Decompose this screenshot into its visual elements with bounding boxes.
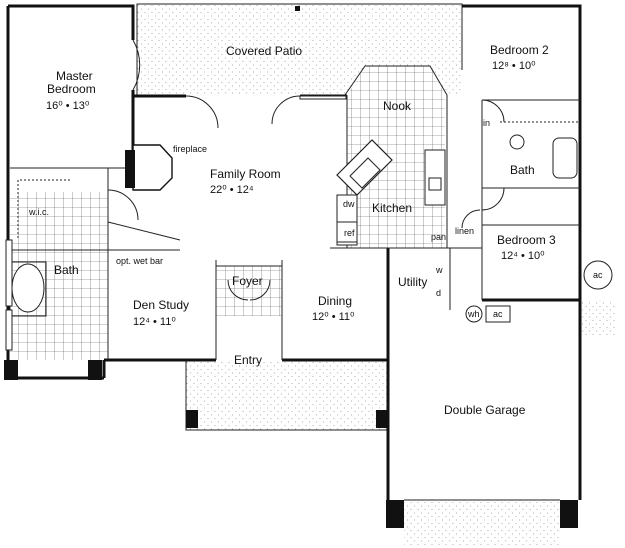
bath2-fixtures: [509, 134, 578, 179]
entry-porch-area: [185, 360, 389, 431]
ac-pad: [582, 260, 617, 336]
label-bedroom2-dims: 12⁸ • 10⁰: [492, 60, 536, 72]
label-dw: dw: [343, 199, 355, 209]
label-bedroom3-dims: 12⁴ • 10⁰: [501, 250, 545, 262]
label-den-study: Den Study: [133, 298, 189, 312]
label-pan: pan: [431, 232, 446, 242]
label-d: d: [436, 288, 441, 298]
garage-apron: [404, 499, 560, 546]
label-foyer: Foyer: [232, 274, 263, 288]
label-family-dims: 22⁰ • 12⁴: [210, 184, 254, 196]
label-dining: Dining: [318, 294, 352, 308]
interior-walls: [10, 65, 580, 360]
label-lin: lin: [481, 118, 490, 128]
label-opt-wet-bar: opt. wet bar: [116, 256, 163, 266]
label-master-bedroom-2: Bedroom: [47, 82, 96, 96]
label-covered-patio: Covered Patio: [226, 44, 302, 58]
label-master-dims: 16⁰ • 13⁰: [46, 100, 90, 112]
label-bath-upper: Bath: [510, 163, 535, 177]
label-entry: Entry: [234, 353, 262, 367]
label-nook: Nook: [383, 99, 412, 113]
label-wh: wh: [467, 309, 480, 319]
windows: [5, 95, 347, 351]
closet-rods: [17, 121, 578, 240]
label-ac-garage: ac: [493, 309, 503, 319]
nook-kitchen-tile: [347, 66, 445, 248]
kitchen-island: [336, 139, 393, 196]
label-ref: ref: [344, 228, 355, 238]
fireplace-shape: [125, 144, 173, 191]
kitchen-counters: [336, 149, 446, 246]
label-w: w: [435, 265, 443, 275]
label-bath-master: Bath: [54, 263, 79, 277]
label-dining-dims: 12⁰ • 11⁰: [312, 311, 355, 323]
door-swings: [107, 39, 505, 301]
label-double-garage: Double Garage: [444, 403, 526, 417]
label-utility: Utility: [398, 275, 427, 289]
label-kitchen: Kitchen: [372, 201, 412, 215]
label-fireplace: fireplace: [173, 144, 207, 154]
foyer-tile: [216, 266, 282, 316]
label-family-room: Family Room: [210, 167, 281, 181]
label-bedroom3: Bedroom 3: [497, 233, 556, 247]
label-bedroom2: Bedroom 2: [490, 43, 549, 57]
structural-piers: [4, 6, 578, 528]
label-den-dims: 12⁴ • 11⁰: [133, 316, 176, 328]
water-heater: [465, 305, 511, 323]
label-wic: w.i.c.: [28, 207, 49, 217]
label-ac-outside: ac: [593, 270, 603, 280]
label-linen: linen: [455, 226, 474, 236]
label-master-bedroom-1: Master: [56, 69, 93, 83]
